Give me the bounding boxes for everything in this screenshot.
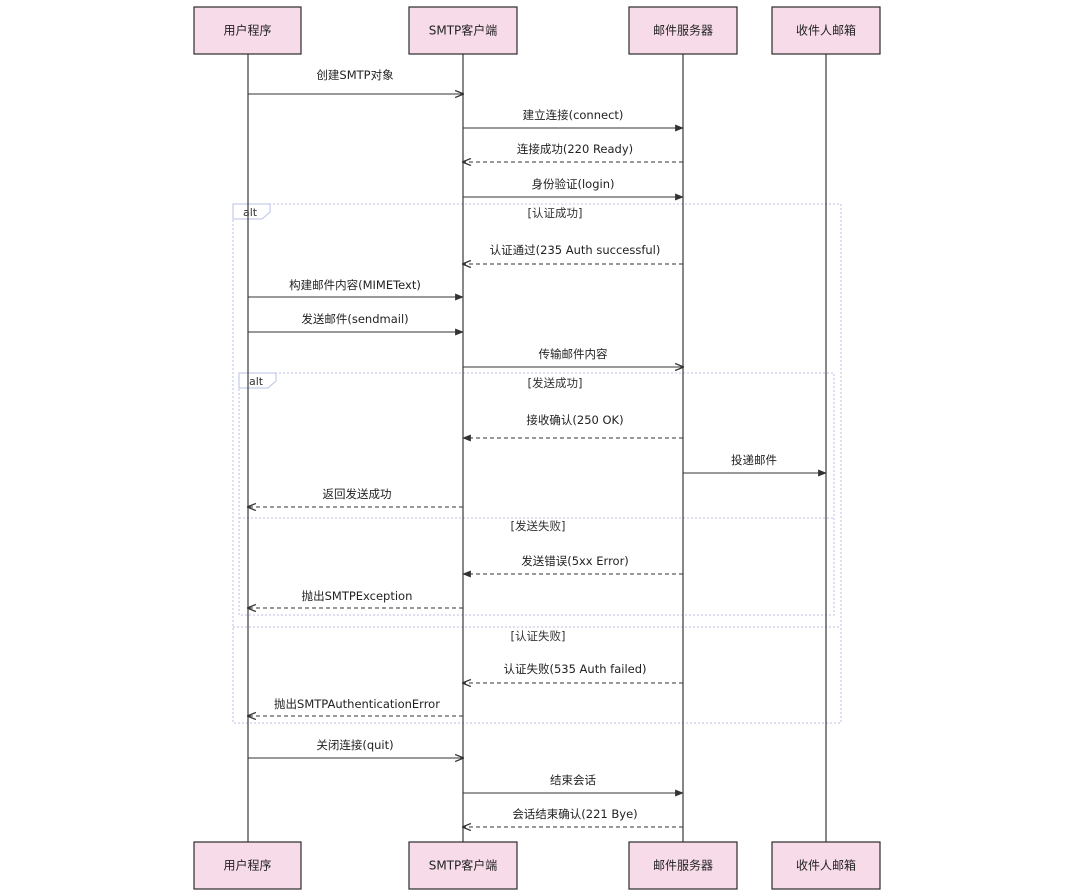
message-send-error: 发送错误(5xx Error) <box>462 554 683 578</box>
message-label: 关闭连接(quit) <box>316 738 393 752</box>
messages-layer: 创建SMTP对象 建立连接(connect) 连接成功(220 Ready) 身… <box>248 68 827 827</box>
participant-user-top: 用户程序 <box>193 6 302 55</box>
message-label: 接收确认(250 OK) <box>526 413 623 427</box>
alt-tag-send-label: alt <box>249 375 264 388</box>
message-connect: 建立连接(connect) <box>463 108 684 132</box>
participant-user-bottom: 用户程序 <box>193 841 302 890</box>
participant-label: 收件人邮箱 <box>796 23 856 38</box>
condition-send-failed: [发送失败] <box>511 519 566 533</box>
message-label: 发送错误(5xx Error) <box>521 554 629 568</box>
participant-label: 邮件服务器 <box>653 23 713 38</box>
message-throw-auth-error: 抛出SMTPAuthenticationError <box>248 697 463 716</box>
message-label: 建立连接(connect) <box>523 108 624 122</box>
message-transfer: 传输邮件内容 <box>463 347 683 367</box>
message-label: 抛出SMTPException <box>302 589 413 603</box>
participant-label: SMTP客户端 <box>429 23 498 38</box>
message-label: 构建邮件内容(MIMEText) <box>289 278 421 292</box>
message-221-bye: 会话结束确认(221 Bye) <box>463 807 683 827</box>
condition-auth-success: [认证成功] <box>528 206 583 220</box>
alt-frame-auth: alt [认证成功] [认证失败] <box>232 203 842 724</box>
participant-inbox-top: 收件人邮箱 <box>771 6 881 55</box>
participant-inbox-bottom: 收件人邮箱 <box>771 841 881 890</box>
message-label: 会话结束确认(221 Bye) <box>512 807 637 821</box>
message-sendmail: 发送邮件(sendmail) <box>248 312 464 336</box>
participant-label: 用户程序 <box>223 858 271 873</box>
message-label: 发送邮件(sendmail) <box>301 312 408 326</box>
message-deliver: 投递邮件 <box>683 453 827 477</box>
message-label: 身份验证(login) <box>532 177 615 191</box>
participant-label: SMTP客户端 <box>429 858 498 873</box>
condition-auth-failed: [认证失败] <box>511 629 566 643</box>
participant-smtp-bottom: SMTP客户端 <box>408 841 518 890</box>
alt-tag-auth <box>232 203 271 220</box>
message-quit: 关闭连接(quit) <box>248 738 463 758</box>
message-label: 创建SMTP对象 <box>316 68 393 82</box>
message-connect-ok: 连接成功(220 Ready) <box>463 142 683 162</box>
message-throw-smtpexception: 抛出SMTPException <box>248 589 463 608</box>
message-label: 返回发送成功 <box>323 487 392 501</box>
message-label: 投递邮件 <box>731 453 777 467</box>
message-auth-failed: 认证失败(535 Auth failed) <box>463 662 683 683</box>
participant-label: 邮件服务器 <box>653 858 713 873</box>
message-label: 传输邮件内容 <box>539 347 608 361</box>
message-label: 认证通过(235 Auth successful) <box>490 243 661 257</box>
message-label: 认证失败(535 Auth failed) <box>503 662 646 676</box>
participant-smtp-top: SMTP客户端 <box>408 6 518 55</box>
message-label: 抛出SMTPAuthenticationError <box>274 697 440 711</box>
participant-server-top: 邮件服务器 <box>628 6 738 55</box>
message-create-smtp: 创建SMTP对象 <box>248 68 463 94</box>
message-return-success: 返回发送成功 <box>248 487 463 507</box>
message-login: 身份验证(login) <box>463 177 684 201</box>
message-label: 结束会话 <box>550 773 596 787</box>
message-250-ok: 接收确认(250 OK) <box>462 413 683 442</box>
message-label: 连接成功(220 Ready) <box>517 142 633 156</box>
condition-send-success: [发送成功] <box>528 376 583 390</box>
participant-label: 收件人邮箱 <box>796 858 856 873</box>
message-build-mime: 构建邮件内容(MIMEText) <box>248 278 464 301</box>
message-end-session: 结束会话 <box>463 773 684 797</box>
participant-server-bottom: 邮件服务器 <box>628 841 738 890</box>
participants-top: 用户程序 SMTP客户端 邮件服务器 收件人邮箱 <box>193 6 881 55</box>
message-auth-ok: 认证通过(235 Auth successful) <box>463 243 683 264</box>
alt-tag-auth-label: alt <box>243 206 258 219</box>
lifelines-layer <box>247 54 827 842</box>
participant-label: 用户程序 <box>223 23 271 38</box>
participants-bottom: 用户程序 SMTP客户端 邮件服务器 收件人邮箱 <box>193 841 881 890</box>
